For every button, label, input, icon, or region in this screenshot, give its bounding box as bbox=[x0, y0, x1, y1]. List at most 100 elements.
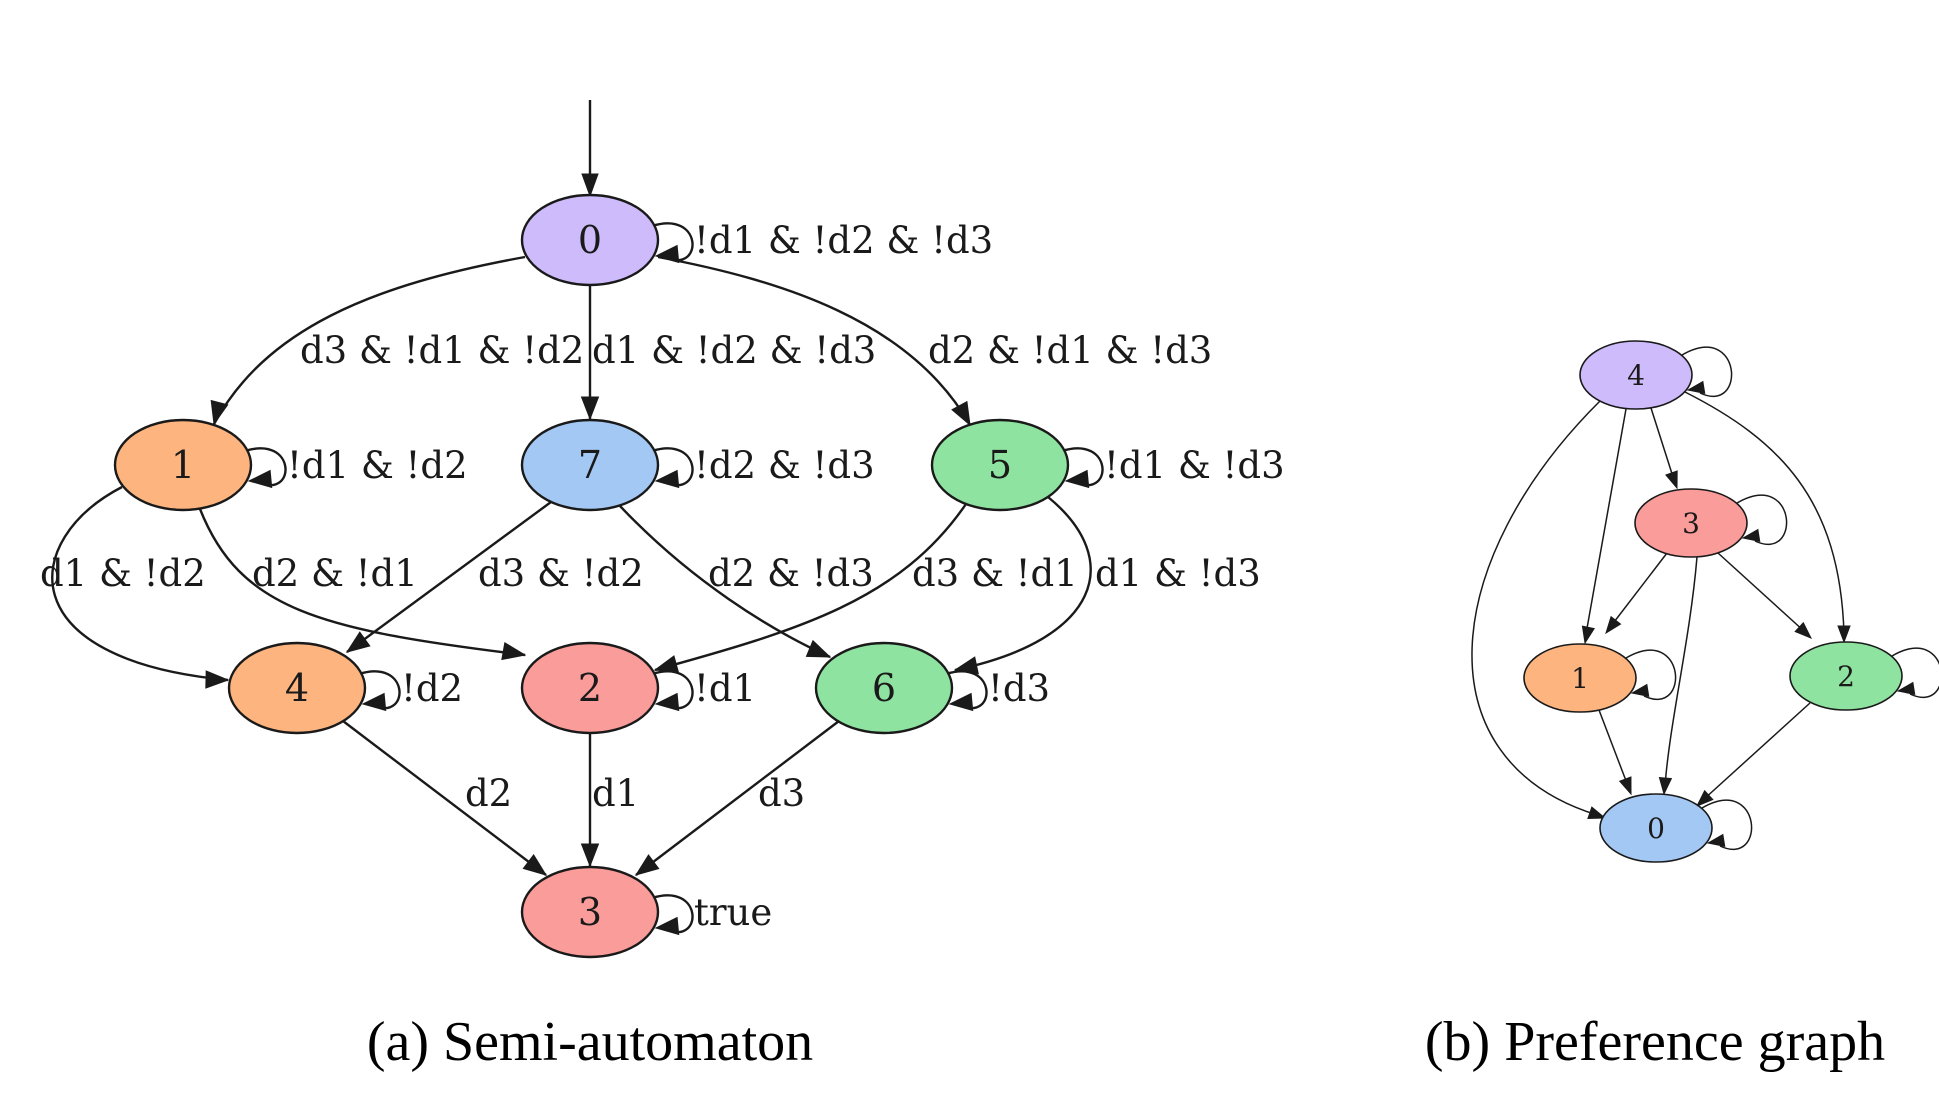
pref-edge-1-1-line bbox=[1625, 649, 1677, 700]
edge-5-2-line bbox=[654, 503, 967, 672]
edge-2-3-arrow bbox=[580, 843, 600, 868]
edge-label: !d1 & !d2 bbox=[287, 444, 468, 487]
edge-1-1-arrow bbox=[247, 469, 273, 489]
edge-1-2-arrow bbox=[501, 642, 527, 661]
edge-0-1-line bbox=[212, 255, 526, 425]
edge-label: !d3 bbox=[988, 667, 1050, 710]
pref-edge-4-1-line bbox=[1585, 408, 1627, 635]
state-node-0: 0 bbox=[520, 193, 660, 287]
edge-0-1-arrow bbox=[210, 399, 229, 426]
pref-node-2-label: 2 bbox=[1837, 660, 1855, 693]
edge-2-2: !d1 bbox=[651, 667, 756, 712]
edge-4-4: !d2 bbox=[358, 667, 463, 712]
pref-edge-1-1 bbox=[1625, 649, 1677, 700]
edge-7-4-arrow bbox=[345, 631, 371, 653]
state-node-2-shape bbox=[520, 641, 660, 735]
pref-edge-2-0-arrow bbox=[1695, 789, 1714, 807]
edge-3-3: true bbox=[651, 891, 772, 936]
edge-5-2-arrow bbox=[653, 655, 680, 673]
edge-label: d3 bbox=[758, 772, 805, 815]
edge-7-4-line bbox=[346, 501, 552, 653]
state-node-3: 3 bbox=[520, 865, 660, 959]
state-node-6: 6 bbox=[814, 641, 954, 735]
edge-2-3: d1 bbox=[580, 734, 639, 868]
pref-edge-3-3-arrow bbox=[1741, 528, 1761, 543]
pref-edge-4-4 bbox=[1681, 346, 1733, 397]
initial-arrow-head bbox=[581, 173, 599, 198]
pref-node-3-label: 3 bbox=[1682, 507, 1700, 540]
state-node-2: 2 bbox=[520, 641, 660, 735]
pref-edge-4-1 bbox=[1581, 408, 1627, 645]
pref-edge-0-0-line bbox=[1701, 799, 1753, 850]
pref-node-0-shape bbox=[1599, 793, 1713, 863]
edge-1-4-arrow bbox=[205, 670, 230, 689]
edge-0-5: d2 & !d1 & !d3 bbox=[657, 255, 1212, 427]
state-node-1-shape bbox=[113, 418, 253, 512]
edge-5-6-line bbox=[954, 496, 1092, 672]
edge-label: true bbox=[694, 891, 772, 934]
pref-edge-0-0-arrow bbox=[1706, 833, 1726, 848]
edge-6-3: d3 bbox=[634, 720, 840, 876]
edge-label: !d2 bbox=[401, 667, 463, 710]
state-node-3-shape bbox=[520, 865, 660, 959]
edge-label: !d1 bbox=[694, 667, 756, 710]
edge-7-7-arrow bbox=[654, 469, 680, 489]
pref-node-3-shape bbox=[1634, 488, 1748, 558]
edge-label: d3 & !d1 & !d2 bbox=[300, 329, 584, 372]
pref-edge-1-1-arrow bbox=[1630, 683, 1650, 698]
pref-node-4: 4 bbox=[1579, 340, 1693, 410]
state-node-0-label: 0 bbox=[578, 218, 602, 262]
edge-1-1: !d1 & !d2 bbox=[244, 444, 468, 489]
edge-label: d1 & !d2 bbox=[40, 552, 206, 595]
edge-4-3: d2 bbox=[342, 720, 548, 876]
edge-3-3-arrow bbox=[654, 916, 680, 936]
pref-edge-3-3-line bbox=[1736, 494, 1788, 545]
pref-edge-4-0 bbox=[1471, 400, 1607, 820]
state-node-1: 1 bbox=[113, 418, 253, 512]
edge-7-4: d3 & !d2 bbox=[345, 501, 644, 653]
edge-label: !d2 & !d3 bbox=[694, 444, 875, 487]
pref-node-4-label: 4 bbox=[1627, 359, 1645, 392]
edge-5-5-arrow bbox=[1064, 469, 1090, 489]
pref-edge-3-3 bbox=[1736, 494, 1788, 545]
edge-0-7: d1 & !d2 & !d3 bbox=[580, 285, 876, 421]
edge-7-6: d2 & !d3 bbox=[619, 505, 874, 659]
pref-node-1: 1 bbox=[1523, 643, 1637, 713]
pref-edge-2-2 bbox=[1891, 647, 1939, 698]
initial-state-arrow bbox=[581, 100, 599, 198]
state-node-3-label: 3 bbox=[578, 890, 602, 934]
pref-edge-2-2-line bbox=[1891, 647, 1939, 698]
pref-edge-4-3 bbox=[1650, 407, 1678, 490]
state-node-4-shape bbox=[227, 641, 367, 735]
state-node-5-label: 5 bbox=[988, 443, 1012, 487]
pref-edge-2-2-arrow bbox=[1896, 681, 1916, 696]
edge-1-4: d1 & !d2 bbox=[40, 485, 230, 689]
pref-edge-4-2-line bbox=[1684, 391, 1845, 635]
edge-0-7-arrow bbox=[580, 396, 600, 421]
pref-edge-3-1-line bbox=[1610, 552, 1668, 627]
pref-edge-2-0-line bbox=[1702, 702, 1811, 801]
pref-edge-4-0-arrow bbox=[1587, 806, 1607, 820]
edge-1-4-line bbox=[51, 485, 229, 682]
edge-5-5: !d1 & !d3 bbox=[1061, 444, 1285, 489]
state-node-6-shape bbox=[814, 641, 954, 735]
edge-label: !d1 & !d3 bbox=[1104, 444, 1285, 487]
preference-graph-caption: (b) Preference graph bbox=[1425, 1011, 1885, 1073]
pref-edge-4-4-line bbox=[1681, 346, 1733, 397]
state-node-2-label: 2 bbox=[578, 666, 602, 710]
pref-edge-4-4-arrow bbox=[1686, 380, 1706, 395]
state-node-7-label: 7 bbox=[578, 443, 602, 487]
edge-2-2-arrow bbox=[654, 692, 680, 712]
edge-label: d2 & !d3 bbox=[708, 552, 874, 595]
edge-7-7: !d2 & !d3 bbox=[651, 444, 875, 489]
pref-edge-0-0 bbox=[1701, 799, 1753, 850]
pref-edge-4-3-arrow bbox=[1665, 470, 1678, 490]
state-node-5: 5 bbox=[930, 418, 1070, 512]
pref-edge-4-2 bbox=[1684, 391, 1851, 644]
pref-edge-4-1-arrow bbox=[1581, 625, 1595, 645]
edge-6-3-line bbox=[635, 720, 840, 876]
pref-edge-3-2 bbox=[1717, 552, 1813, 639]
edge-label: d1 & !d2 & !d3 bbox=[592, 329, 876, 372]
edge-4-4-arrow bbox=[361, 692, 387, 712]
